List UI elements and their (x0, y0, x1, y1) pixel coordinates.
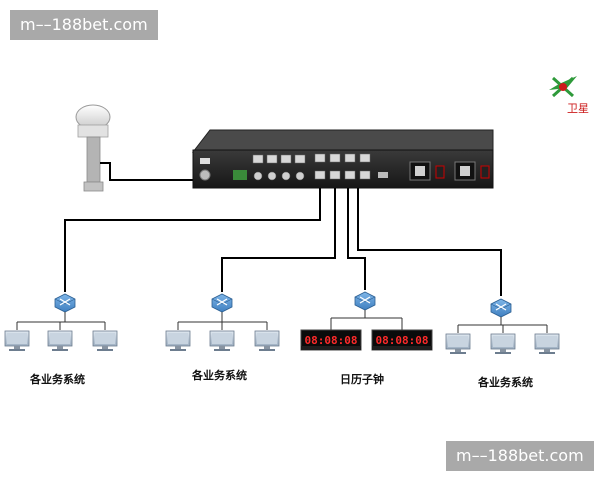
satellite-logo-label: 卫星 (567, 102, 589, 115)
group-3-clocks (300, 291, 433, 351)
watermark-bottom: m––188bet.com (446, 441, 594, 471)
time-server-device (191, 129, 494, 189)
clock-1-display: 08:08:08 (305, 334, 358, 347)
watermark-top: m––188bet.com (10, 10, 158, 40)
antenna-cable (100, 162, 200, 181)
satellite-logo-icon (549, 76, 577, 98)
clock-2-display: 08:08:08 (376, 334, 429, 347)
group-1-network (4, 293, 118, 352)
gps-antenna-icon (75, 104, 111, 192)
network-cables (64, 188, 502, 296)
group-2-network (165, 293, 280, 352)
group-3-label: 日历子钟 (340, 373, 384, 386)
group-4-network (445, 298, 560, 355)
group-2-label: 各业务系统 (192, 369, 247, 382)
group-4-label: 各业务系统 (478, 376, 533, 389)
group-1-label: 各业务系统 (30, 373, 85, 386)
